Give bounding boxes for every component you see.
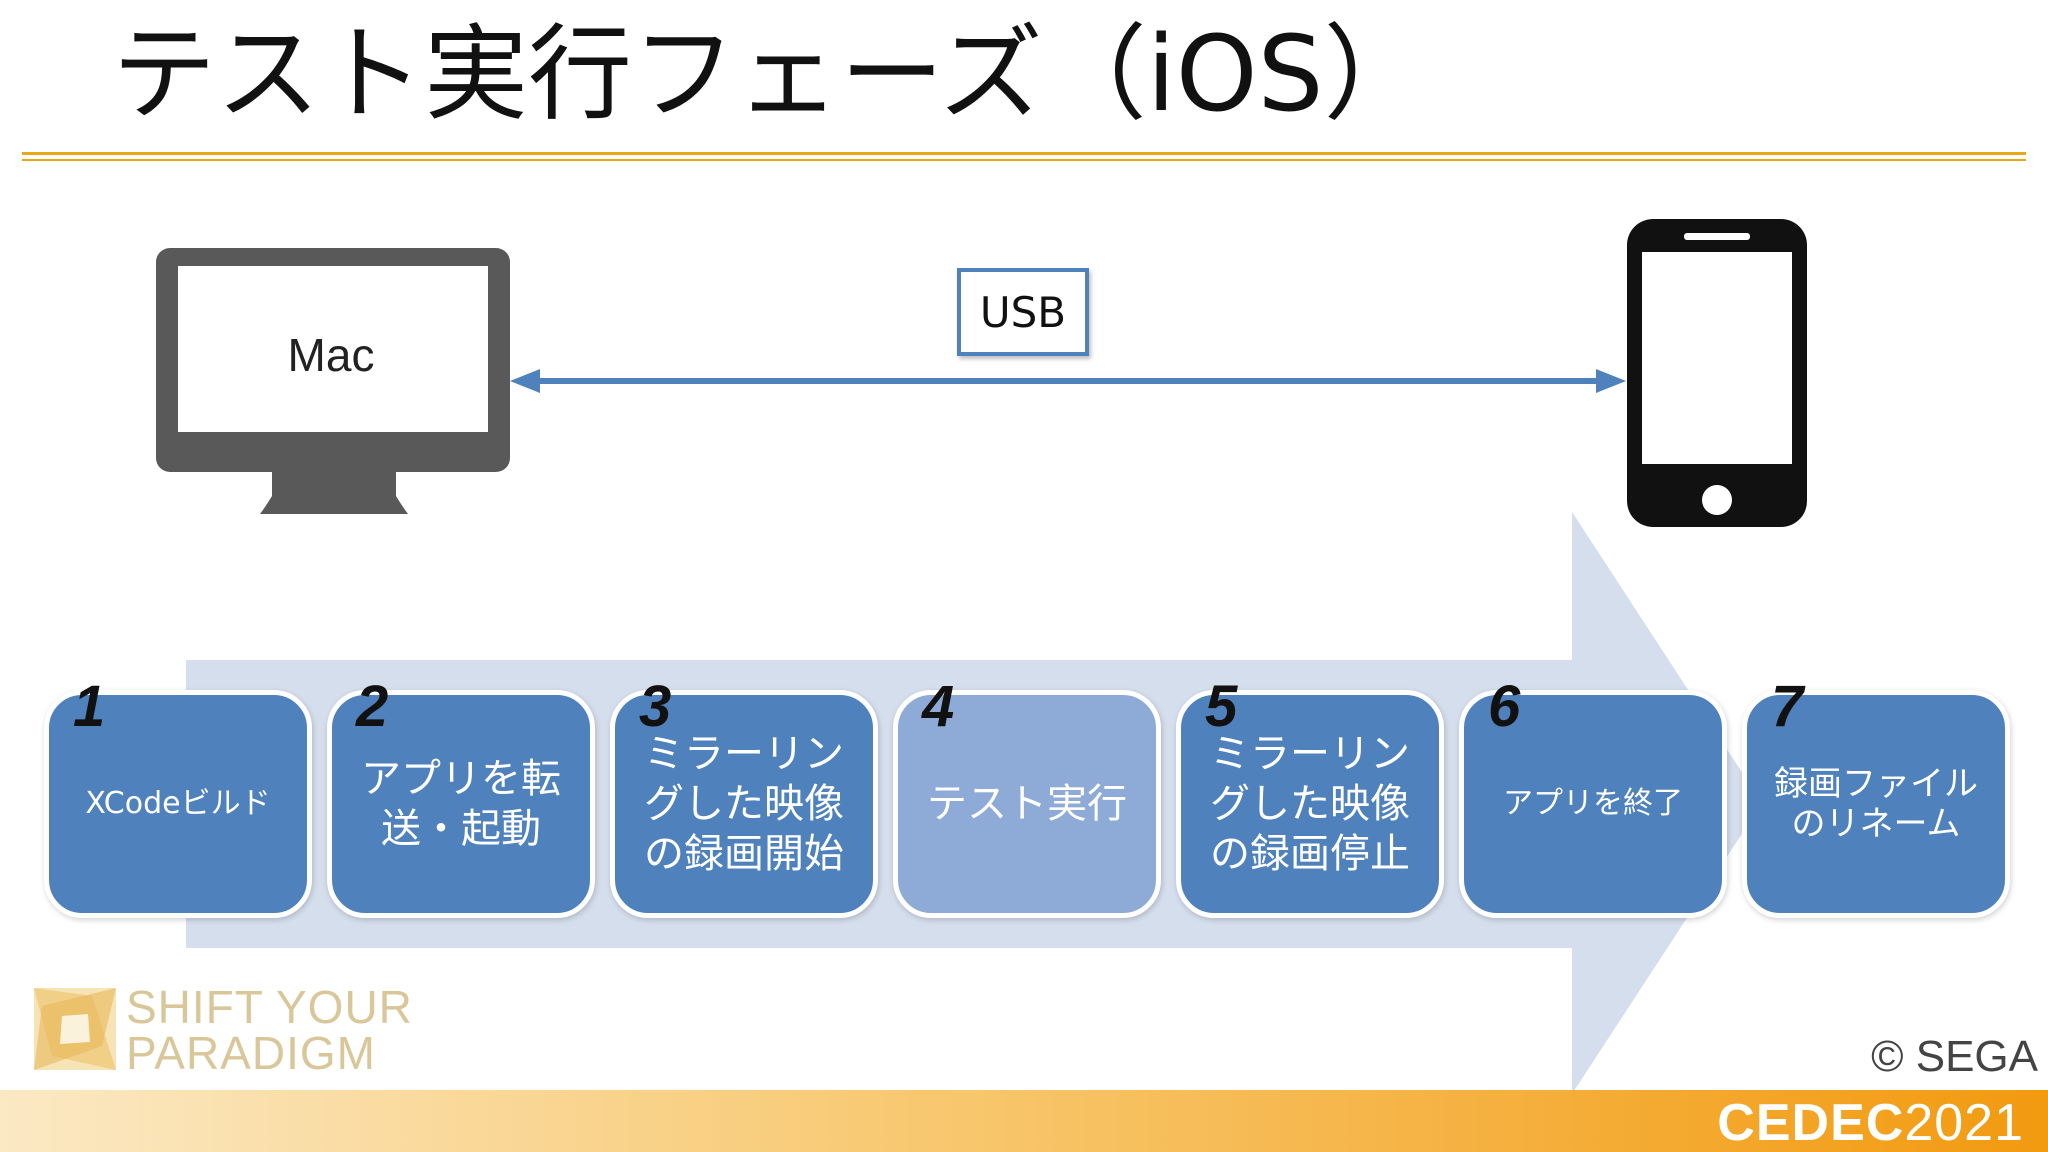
step-label: アプリを転送・起動	[361, 756, 561, 852]
shift-your-paradigm-logo	[32, 986, 392, 1076]
step-4-box: 4 テスト実行	[893, 674, 1161, 918]
step-number: 4	[922, 674, 955, 739]
copyright-notice: © SEGA	[1871, 1032, 2038, 1081]
mac-computer-icon: Mac	[150, 244, 518, 520]
logo-wordmark: SHIFT YOUR PARADIGM	[126, 984, 413, 1076]
usb-label-box: USB	[957, 268, 1089, 356]
step-3-box: 3 ミラーリングした映像の録画開始	[610, 674, 878, 918]
logo-line-2: PARADIGM	[126, 1027, 376, 1079]
step-1-box: 1 XCodeビルド	[44, 674, 312, 918]
step-label: ミラーリングした映像の録画開始	[644, 731, 844, 877]
logo-line-1: SHIFT YOUR	[126, 981, 413, 1033]
step-number: 2	[356, 674, 389, 739]
step-number: 5	[1205, 674, 1238, 739]
step-7-box: 7 録画ファイルのリネーム	[1742, 674, 2010, 918]
step-5-box: 5 ミラーリングした映像の録画停止	[1176, 674, 1444, 918]
step-6-box: 6 アプリを終了	[1459, 674, 1727, 918]
footer-bar	[0, 1090, 2048, 1152]
mac-label: Mac	[287, 329, 375, 381]
iphone-icon	[1624, 216, 1810, 530]
cedec-name: CEDEC	[1717, 1094, 1905, 1152]
cedec-year: 2021	[1904, 1094, 2024, 1152]
slide-title: テスト実行フェーズ（iOS）	[112, 13, 1428, 135]
step-2-box: 2 アプリを転送・起動	[327, 674, 595, 918]
step-label: 録画ファイルのリネーム	[1774, 764, 1978, 844]
title-divider-secondary	[22, 159, 2026, 161]
cedec-logo: CEDEC2021	[1717, 1094, 2024, 1152]
step-number: 6	[1488, 674, 1521, 739]
step-label: ミラーリングした映像の録画停止	[1210, 731, 1410, 877]
step-number: 1	[73, 674, 106, 739]
step-label: アプリを終了	[1503, 786, 1683, 821]
usb-connection-arrow	[510, 364, 1626, 394]
step-number: 3	[639, 674, 672, 739]
step-number: 7	[1771, 674, 1804, 739]
step-label: XCodeビルド	[85, 786, 271, 821]
title-divider	[22, 152, 2026, 155]
step-label: テスト実行	[927, 781, 1127, 827]
